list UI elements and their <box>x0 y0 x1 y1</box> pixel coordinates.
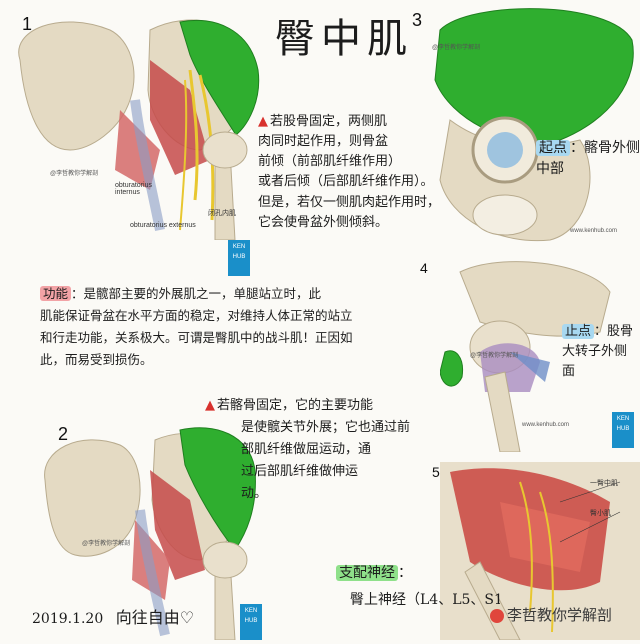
signature: 向往自由♡ <box>115 608 195 627</box>
insertion-text-1: ：股骨 <box>594 324 634 339</box>
function-line-2: 肌能保证骨盆在水平方面的稳定，对维持人体正常的站立 <box>40 307 353 323</box>
panel-5: 5 一臀中肌 臀小肌 <box>432 462 640 641</box>
insertion-text-2: 大转子外侧 <box>562 344 628 360</box>
note-pelvis-fixed: ▲若股骨固定，两侧肌 肉同时起作用，则骨盆 前倾（前部肌纤维作用） 或者后倾（后… <box>258 112 458 233</box>
kenhub-badge-3-text: KEN HUB <box>244 608 258 624</box>
kenhub-badge-1-text: KEN HUB <box>232 244 246 260</box>
function-line-1: ：是髋部主要的外展肌之一，单腿站立时，此 <box>71 286 322 301</box>
panel-1-illustration <box>18 19 260 241</box>
triangle-bullet-icon: ▲ <box>258 114 268 129</box>
pelvis-fixed-line-3: 前倾（前部肌纤维作用） <box>258 154 402 170</box>
insertion-label: 止点 <box>562 324 595 339</box>
kenhub-badge-2: KEN HUB <box>612 412 634 448</box>
function-line-4: 此，而易受到损伤。 <box>40 351 153 367</box>
panel-3-illustration <box>434 8 634 242</box>
insertion-note: 止点：股骨 大转子外侧 面 <box>562 322 640 382</box>
panel-3: 3 @李哲教你学解剖 www.kenhub.com <box>410 0 640 245</box>
pelvis-fixed-line-6: 它会使骨盆外侧倾斜。 <box>258 214 389 230</box>
label-obturator-internus-cn: 闭孔内肌 <box>208 210 236 217</box>
kenhub-badge-3: KEN HUB <box>240 604 262 640</box>
date: 2019.1.20 <box>32 611 104 627</box>
weibo-icon <box>490 609 504 624</box>
panel-1: 1 @李哲教你学解剖 obturatorius internus 闭孔内肌 ob… <box>0 0 270 241</box>
origin-label: 起点 <box>536 140 570 156</box>
date-signature: 2019.1.20 向往自由♡ <box>32 606 194 631</box>
panel-3-watermark: @李哲教你学解剖 <box>432 45 481 51</box>
origin-text: ：髂骨外侧中部 <box>536 140 640 177</box>
panel-5-number: 5 <box>432 464 440 480</box>
pelvis-fixed-line-2: 肉同时起作用，则骨盆 <box>258 134 389 150</box>
panel-2: 2 @李哲教你学解剖 <box>40 410 260 641</box>
brand-name: 李哲教你学解剖 <box>507 607 613 624</box>
function-label: 功能 <box>40 286 72 301</box>
function-paragraph: 功能：是髋部主要的外展肌之一，单腿站立时，此 肌能保证骨盆在水平方面的稳定，对维… <box>40 283 440 371</box>
insertion-text-3: 面 <box>562 364 576 380</box>
panel-2-watermark: @李哲教你学解剖 <box>82 541 131 547</box>
panel-4: 4 @李哲教你学解剖 www.kenhub.com <box>420 252 640 453</box>
triangle-bullet-icon-2: ▲ <box>205 398 215 413</box>
pelvis-fixed-line-4: 或者后倾（后部肌纤维作用）。 <box>258 174 434 190</box>
femur-fixed-line-4: 过后部肌纤维做伸运 <box>241 464 359 480</box>
brand-watermark: 李哲教你学解剖 <box>490 604 612 625</box>
panel-1-number: 1 <box>22 14 33 34</box>
kenhub-badge-2-text: KEN HUB <box>616 416 630 432</box>
panel-2-number: 2 <box>58 424 69 444</box>
femur-fixed-line-2: 是使髋关节外展；它也通过前 <box>241 420 411 436</box>
kenhub-badge-1: KEN HUB <box>228 240 250 276</box>
note-femur-fixed: ▲若髂骨固定，它的主要功能 是使髋关节外展；它也通过前 部肌纤维做屈运动，通 过… <box>205 395 445 505</box>
label-gluteus-minimus: 臀小肌 <box>590 510 611 517</box>
panel-4-site: www.kenhub.com <box>522 422 570 428</box>
nerve-label: 支配神经 <box>336 565 398 581</box>
femur-fixed-line-5: 动。 <box>241 486 268 502</box>
panel-1-watermark: @李哲教你学解剖 <box>50 171 99 177</box>
label-obturatorius-internus: obturatorius internus <box>115 182 152 196</box>
femur-fixed-line-1: 若髂骨固定，它的主要功能 <box>217 398 374 413</box>
label-gluteus-medius: 一臀中肌 <box>590 480 618 487</box>
femur-fixed-line-3: 部肌纤维做屈运动，通 <box>241 442 372 458</box>
page-title: 臀中肌 <box>275 16 413 62</box>
pelvis-fixed-line-5: 但是，若仅一侧肌肉起作用时， <box>258 194 441 210</box>
label-obturatorius-externus: obturatorius externus <box>130 222 196 229</box>
panel-3-number: 3 <box>412 10 423 30</box>
nerve-note: 支配神经： 臀上神经（L4、L5、S1） <box>336 560 506 613</box>
nerve-colon: ： <box>398 565 412 581</box>
panel-4-number: 4 <box>420 260 428 276</box>
function-line-3: 和行走功能，关系极大。可谓是臀肌中的战斗肌！正因如 <box>40 329 353 345</box>
pelvis-fixed-line-1: 若股骨固定，两侧肌 <box>270 114 388 129</box>
panel-2-illustration <box>44 427 256 641</box>
panel-4-illustration <box>439 261 611 453</box>
panel-3-site: www.kenhub.com <box>570 228 618 234</box>
origin-note: 起点：髂骨外侧中部 <box>536 138 640 180</box>
panel-4-watermark: @李哲教你学解剖 <box>470 353 519 359</box>
panel-5-illustration <box>440 462 640 641</box>
nerve-text: 臀上神经（L4、L5、S1） <box>350 591 500 608</box>
